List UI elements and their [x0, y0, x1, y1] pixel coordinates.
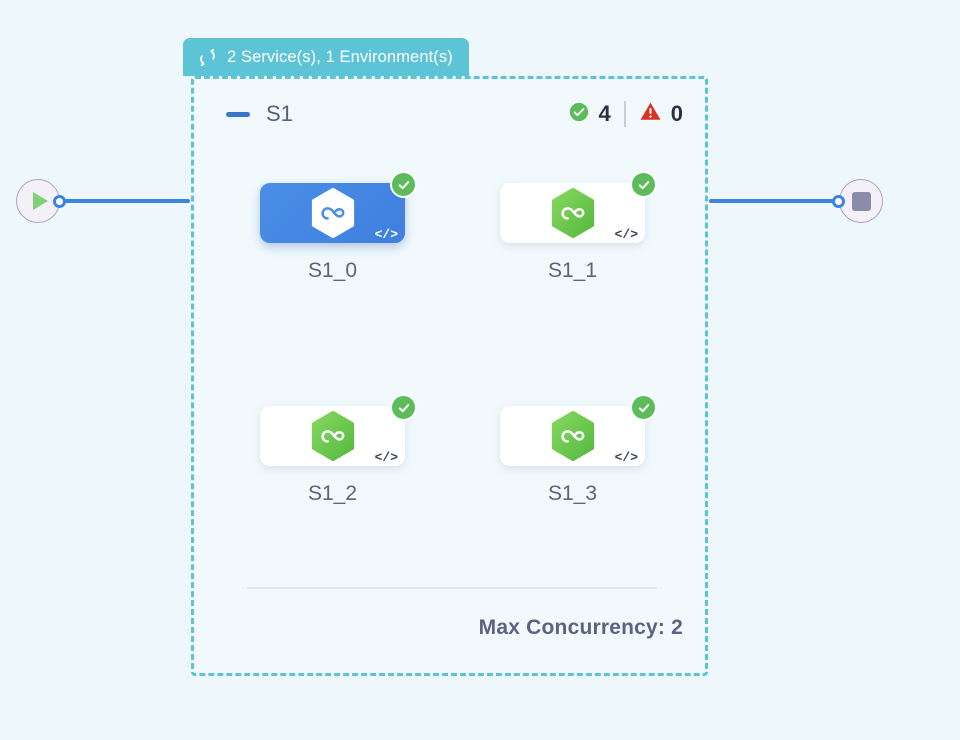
group-header-label: 2 Service(s), 1 Environment(s) [227, 47, 453, 66]
code-brackets-icon: </> [614, 227, 638, 242]
group-body[interactable]: S1 4 [191, 76, 708, 676]
status-badge-check-circle-icon [630, 171, 657, 198]
code-brackets-icon: </> [614, 450, 638, 465]
nodejs-hexagon-icon [310, 411, 356, 461]
group-toolbar: S1 4 [194, 79, 705, 149]
footer-divider [247, 587, 657, 589]
stats-divider [623, 101, 626, 127]
group-stats: 4 0 [568, 100, 683, 128]
stop-target-handle[interactable] [832, 195, 845, 208]
loop-repeat-icon [197, 47, 218, 68]
service-label: S1_0 [307, 259, 358, 282]
service-node-s1-1[interactable]: </> S1_1 [500, 171, 657, 283]
minus-icon[interactable] [226, 111, 250, 117]
service-label: S1_1 [547, 259, 598, 282]
service-card[interactable]: </> [500, 394, 657, 466]
service-node-s1-2[interactable]: </> S1_2 [260, 394, 417, 506]
start-node[interactable] [16, 179, 60, 223]
nodejs-hexagon-icon [550, 411, 596, 461]
stop-node[interactable] [839, 179, 883, 223]
play-icon [32, 192, 48, 210]
status-badge-check-circle-icon [390, 171, 417, 198]
status-badge-check-circle-icon [630, 394, 657, 421]
edge-start-to-group[interactable] [62, 199, 190, 203]
service-node-s1-0[interactable]: </> S1_0 [260, 171, 417, 283]
max-concurrency-label: Max Concurrency: 2 [478, 616, 683, 639]
service-node-s1-3[interactable]: </> S1_3 [500, 394, 657, 506]
code-brackets-icon: </> [374, 450, 398, 465]
error-stat: 0 [639, 100, 683, 128]
group-title: S1 [266, 101, 293, 126]
check-circle-icon [568, 101, 590, 128]
code-brackets-icon: </> [374, 227, 398, 242]
group-header-tab[interactable]: 2 Service(s), 1 Environment(s) [183, 38, 469, 76]
error-count: 0 [670, 101, 683, 126]
nodejs-hexagon-icon [310, 188, 356, 238]
service-card[interactable]: </> [500, 171, 657, 243]
service-card[interactable]: </> [260, 171, 417, 243]
service-card[interactable]: </> [260, 394, 417, 466]
start-source-handle[interactable] [53, 195, 66, 208]
service-label: S1_2 [307, 482, 358, 505]
warning-triangle-icon [639, 100, 662, 128]
success-count: 4 [598, 101, 611, 126]
edge-group-to-stop[interactable] [709, 199, 841, 203]
status-badge-check-circle-icon [390, 394, 417, 421]
success-stat: 4 [568, 101, 611, 128]
service-label: S1_3 [547, 482, 598, 505]
nodejs-hexagon-icon [550, 188, 596, 238]
stop-square-icon [851, 191, 871, 211]
